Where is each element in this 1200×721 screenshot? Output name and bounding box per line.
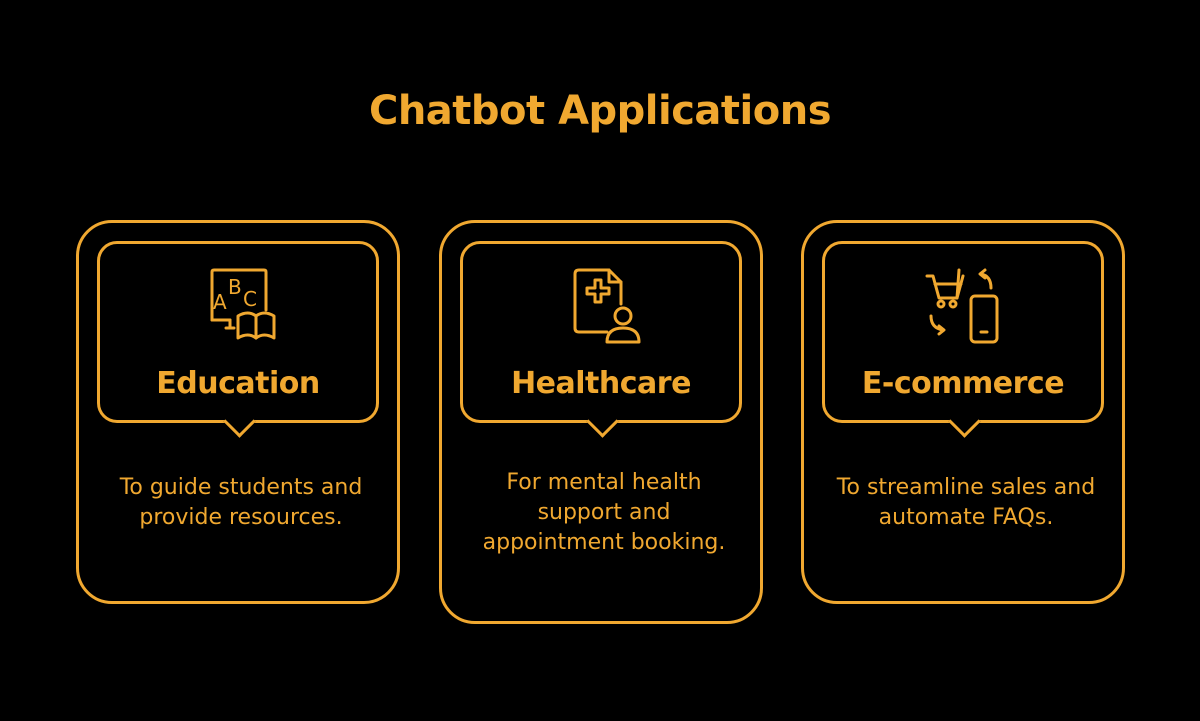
medical-record-icon [559,264,643,348]
healthcare-bubble: Healthcare [460,241,742,438]
education-card: A B C Education To guide students and pr… [76,220,400,604]
cart-phone-icon [921,264,1005,348]
education-description: To guide students and provide resources. [119,475,363,530]
svg-text:A: A [213,290,227,314]
education-title: Education [156,366,320,401]
healthcare-card: Healthcare For mental health support and… [439,220,763,624]
svg-text:C: C [243,287,257,311]
page-title: Chatbot Applications [368,88,832,134]
ecommerce-card: E-commerce To streamline sales and autom… [801,220,1125,604]
svg-text:B: B [228,275,242,299]
bubble-pointer [948,405,981,438]
bubble-pointer [586,405,619,438]
ecommerce-title: E-commerce [861,366,1065,401]
healthcare-title: Healthcare [511,366,691,401]
bubble-pointer [223,405,256,438]
healthcare-description: For mental health support and appointmen… [482,470,726,555]
abc-book-icon: A B C [196,264,280,348]
ecommerce-description: To streamline sales and automate FAQs. [836,475,1096,530]
ecommerce-bubble: E-commerce [822,241,1104,438]
education-bubble: A B C Education [97,241,379,438]
